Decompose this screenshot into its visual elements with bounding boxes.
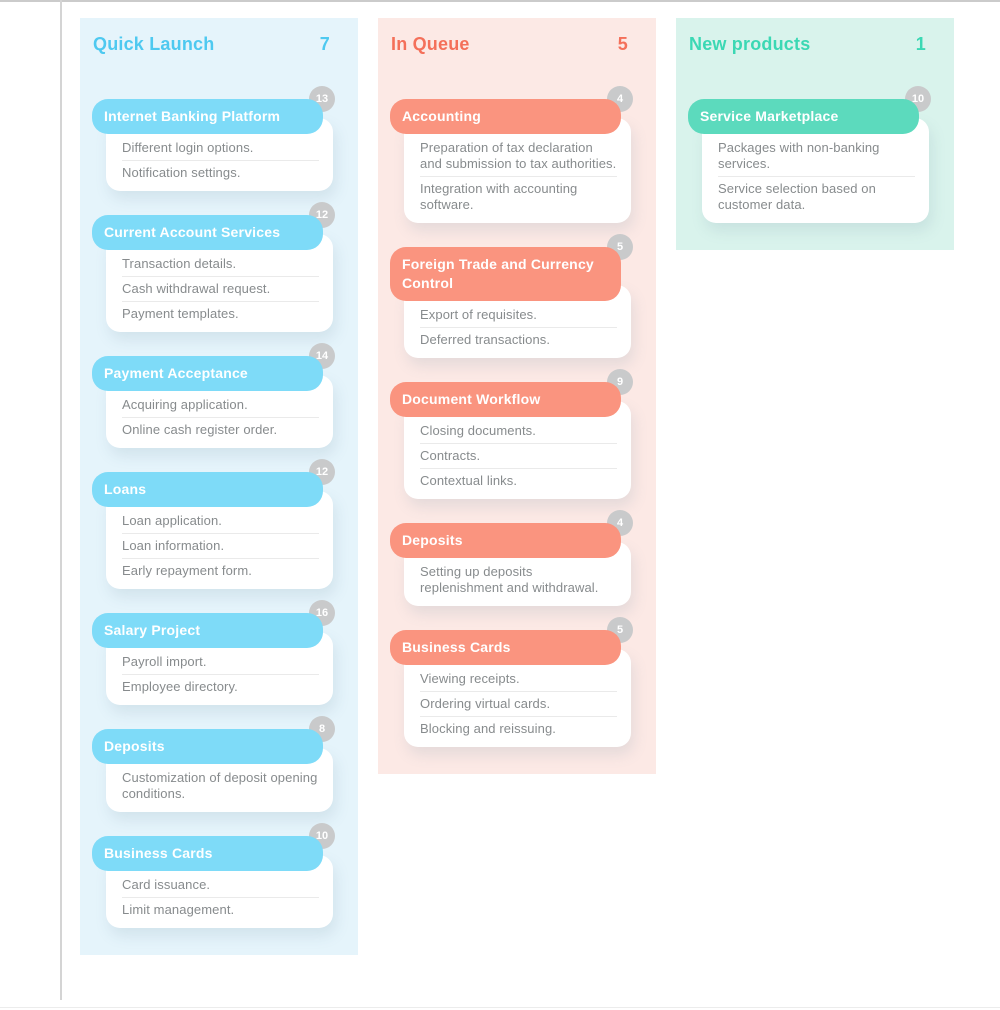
column-title: Quick Launch <box>93 34 215 54</box>
card-payment-acceptance[interactable]: 14 Payment Acceptance Acquiring applicat… <box>92 343 337 448</box>
card-loans[interactable]: 12 Loans Loan application. Loan informat… <box>92 459 337 589</box>
card-item: Closing documents. <box>420 419 617 444</box>
column-title: In Queue <box>391 34 470 54</box>
card-title[interactable]: Accounting <box>390 99 621 134</box>
card-item: Loan information. <box>122 534 319 559</box>
card-item: Limit management. <box>122 902 235 917</box>
card-item: Transaction details. <box>122 252 319 277</box>
column-cards: 10 Service Marketplace Packages with non… <box>676 86 954 223</box>
card-foreign-trade-and-currency-control[interactable]: 5 Foreign Trade and Currency Control Exp… <box>390 234 635 358</box>
card-body: Transaction details. Cash withdrawal req… <box>106 234 333 332</box>
top-border-line <box>0 0 1000 2</box>
card-title[interactable]: Current Account Services <box>92 215 323 250</box>
card-item: Different login options. <box>122 136 319 161</box>
card-title[interactable]: Foreign Trade and Currency Control <box>390 247 621 301</box>
card-service-marketplace[interactable]: 10 Service Marketplace Packages with non… <box>688 86 933 223</box>
card-item: Service selection based on customer data… <box>718 181 876 212</box>
card-item: Early repayment form. <box>122 563 252 578</box>
column-count: 7 <box>319 34 330 54</box>
column-quick-launch: Quick Launch 7 13 Internet Banking Platf… <box>80 18 358 955</box>
card-business-cards[interactable]: 10 Business Cards Card issuance. Limit m… <box>92 823 337 928</box>
card-item: Integration with accounting software. <box>420 181 578 212</box>
card-deposits[interactable]: 4 Deposits Setting up deposits replenish… <box>390 510 635 606</box>
column-title: New products <box>689 34 811 54</box>
card-internet-banking-platform[interactable]: 13 Internet Banking Platform Different l… <box>92 86 337 191</box>
card-body: Closing documents. Contracts. Contextual… <box>404 401 631 499</box>
card-item: Setting up deposits replenishment and wi… <box>420 564 599 595</box>
column-new-products: New products 1 10 Service Marketplace Pa… <box>676 18 954 250</box>
card-title[interactable]: Payment Acceptance <box>92 356 323 391</box>
column-count: 5 <box>617 34 628 54</box>
card-item: Deferred transactions. <box>420 332 551 347</box>
card-title[interactable]: Service Marketplace <box>688 99 919 134</box>
card-body: Loan application. Loan information. Earl… <box>106 491 333 589</box>
card-title[interactable]: Salary Project <box>92 613 323 648</box>
bottom-border-line <box>0 1007 1000 1008</box>
card-body: Packages with non-banking services. Serv… <box>702 118 929 223</box>
card-item: Cash withdrawal request. <box>122 277 319 302</box>
card-item: Notification settings. <box>122 165 241 180</box>
card-item: Contextual links. <box>420 473 518 488</box>
left-divider-line <box>60 0 62 1000</box>
card-count-badge: 4 <box>607 86 633 112</box>
card-accounting[interactable]: 4 Accounting Preparation of tax declarat… <box>390 86 635 223</box>
card-current-account-services[interactable]: 12 Current Account Services Transaction … <box>92 202 337 332</box>
column-in-queue: In Queue 5 4 Accounting Preparation of t… <box>378 18 656 774</box>
card-item: Preparation of tax declaration and submi… <box>420 136 617 177</box>
column-header: Quick Launch 7 <box>93 34 330 55</box>
card-deposits[interactable]: 8 Deposits Customization of deposit open… <box>92 716 337 812</box>
card-title[interactable]: Deposits <box>390 523 621 558</box>
card-title[interactable]: Internet Banking Platform <box>92 99 323 134</box>
column-header: In Queue 5 <box>391 34 628 55</box>
card-title[interactable]: Business Cards <box>390 630 621 665</box>
card-salary-project[interactable]: 16 Salary Project Payroll import. Employ… <box>92 600 337 705</box>
column-header: New products 1 <box>689 34 926 55</box>
column-count: 1 <box>915 34 926 54</box>
column-cards: 4 Accounting Preparation of tax declarat… <box>378 86 656 747</box>
card-item: Acquiring application. <box>122 393 319 418</box>
card-title[interactable]: Document Workflow <box>390 382 621 417</box>
card-item: Blocking and reissuing. <box>420 721 556 736</box>
card-item: Viewing receipts. <box>420 667 617 692</box>
column-cards: 13 Internet Banking Platform Different l… <box>80 86 358 928</box>
card-item: Export of requisites. <box>420 303 617 328</box>
card-item: Ordering virtual cards. <box>420 692 617 717</box>
card-item: Payroll import. <box>122 650 319 675</box>
card-item: Online cash register order. <box>122 422 278 437</box>
card-document-workflow[interactable]: 9 Document Workflow Closing documents. C… <box>390 369 635 499</box>
card-item: Contracts. <box>420 444 617 469</box>
card-item: Loan application. <box>122 509 319 534</box>
card-item: Packages with non-banking services. <box>718 136 915 177</box>
card-title[interactable]: Loans <box>92 472 323 507</box>
card-item: Card issuance. <box>122 873 319 898</box>
card-title[interactable]: Business Cards <box>92 836 323 871</box>
board: Quick Launch 7 13 Internet Banking Platf… <box>80 18 954 955</box>
card-item: Payment templates. <box>122 306 239 321</box>
card-count-badge: 10 <box>309 823 335 849</box>
card-item: Customization of deposit opening conditi… <box>122 770 318 801</box>
card-business-cards[interactable]: 5 Business Cards Viewing receipts. Order… <box>390 617 635 747</box>
card-body: Preparation of tax declaration and submi… <box>404 118 631 223</box>
card-body: Viewing receipts. Ordering virtual cards… <box>404 649 631 747</box>
card-item: Employee directory. <box>122 679 238 694</box>
card-title[interactable]: Deposits <box>92 729 323 764</box>
